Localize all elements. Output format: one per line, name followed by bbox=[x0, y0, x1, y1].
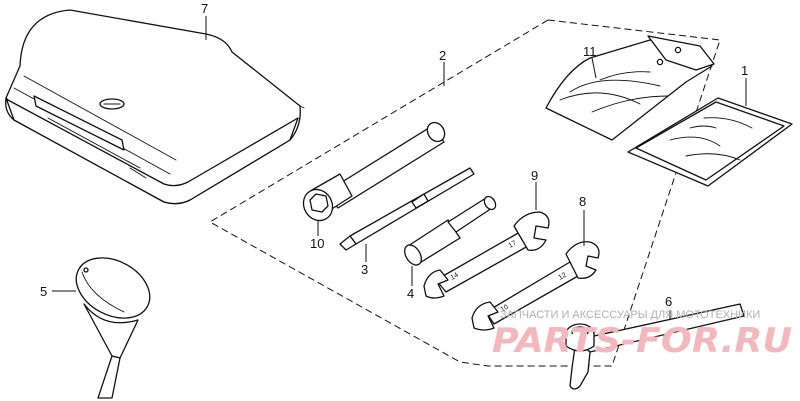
watermark-brand: PARTS-FOR.RU bbox=[492, 321, 792, 361]
watermark: ЗАПЧАСТИ И АКСЕССУАРЫ ДЛЯ МОТОТЕХНИКИ PA… bbox=[492, 309, 792, 361]
leader-11 bbox=[591, 57, 597, 79]
wrench-size-marks: 14 17 10 12 bbox=[450, 240, 568, 314]
callout-9: 9 bbox=[531, 168, 538, 183]
callout-5: 5 bbox=[40, 284, 47, 299]
callout-6: 6 bbox=[665, 294, 672, 309]
callout-8: 8 bbox=[579, 194, 586, 209]
leader-lines bbox=[52, 16, 747, 320]
callout-11: 11 bbox=[583, 44, 597, 59]
wrench-14x17 bbox=[423, 211, 550, 299]
watermark-tagline: ЗАПЧАСТИ И АКСЕССУАРЫ ДЛЯ МОТОТЕХНИКИ bbox=[500, 309, 760, 321]
wrench8-mark-a: 10 bbox=[500, 304, 510, 314]
callout-labels: 7 2 11 1 10 3 4 9 8 6 5 bbox=[40, 1, 748, 309]
callout-1: 1 bbox=[741, 63, 748, 78]
callout-10: 10 bbox=[310, 236, 324, 251]
plug-wrench bbox=[302, 121, 446, 222]
funnel bbox=[75, 257, 151, 399]
screwdriver-bar bbox=[339, 167, 475, 251]
wrench9-mark-b: 17 bbox=[508, 240, 518, 250]
callout-2: 2 bbox=[439, 48, 446, 63]
callout-4: 4 bbox=[407, 286, 414, 301]
wrench9-mark-a: 14 bbox=[450, 272, 460, 282]
toolkit-group-outline bbox=[209, 19, 721, 367]
wrench-10x12 bbox=[471, 241, 600, 331]
tool-case bbox=[5, 9, 305, 205]
wrench8-mark-b: 12 bbox=[558, 272, 568, 282]
screwdriver bbox=[404, 195, 497, 266]
document-pouch bbox=[627, 97, 793, 187]
box-wrench bbox=[565, 303, 745, 390]
callout-3: 3 bbox=[361, 262, 368, 277]
tool-bag bbox=[545, 35, 715, 141]
callout-7: 7 bbox=[201, 1, 208, 16]
